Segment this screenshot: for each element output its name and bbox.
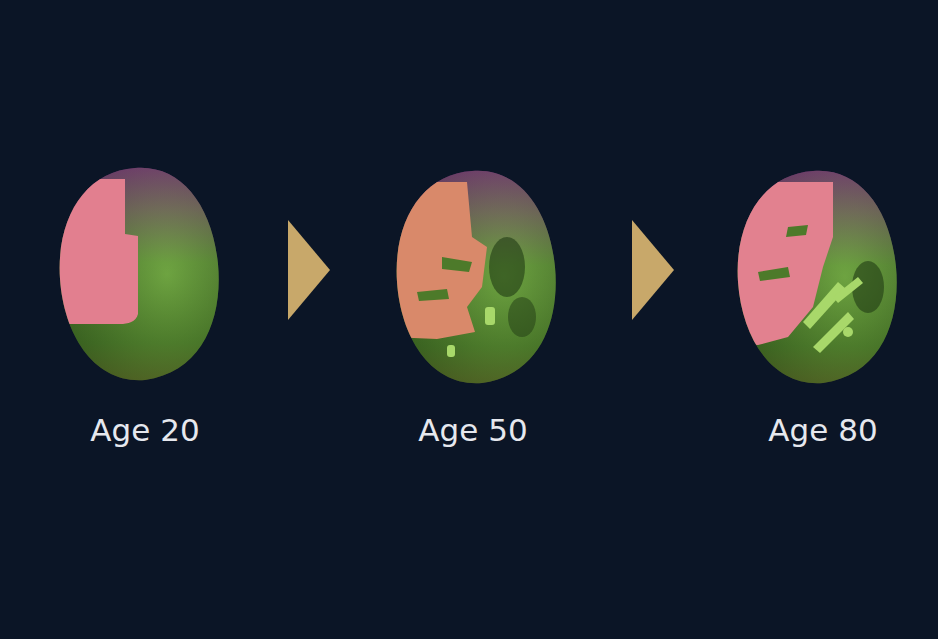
brain-scan — [728, 162, 908, 392]
age-label: Age 20 — [90, 412, 199, 449]
age-label: Age 50 — [418, 412, 527, 449]
brain-scan — [50, 159, 230, 389]
brain-scan — [387, 162, 567, 392]
age-label: Age 80 — [768, 412, 877, 449]
progress-arrow — [288, 220, 330, 320]
progress-arrow — [632, 220, 674, 320]
